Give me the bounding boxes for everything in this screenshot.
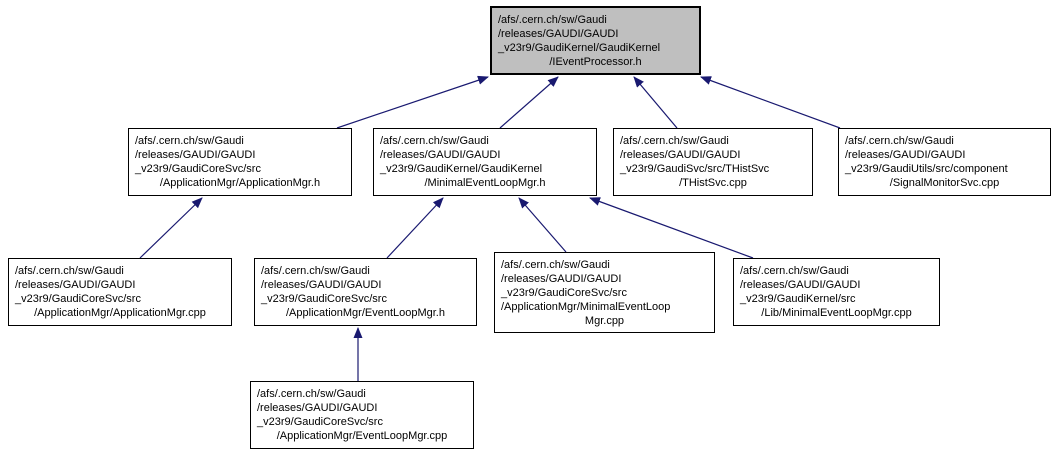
- graph-node-applicationmgr-cpp[interactable]: /afs/.cern.ch/sw/Gaudi/releases/GAUDI/GA…: [8, 258, 232, 326]
- node-label-line: /afs/.cern.ch/sw/Gaudi: [257, 388, 366, 400]
- node-label-line: /afs/.cern.ch/sw/Gaudi: [740, 265, 849, 277]
- node-label-line: _v23r9/GaudiKernel/src: [740, 293, 856, 305]
- graph-node-applicationmgr-h[interactable]: /afs/.cern.ch/sw/Gaudi/releases/GAUDI/GA…: [128, 128, 352, 196]
- node-label-line: _v23r9/GaudiKernel/GaudiKernel: [380, 163, 543, 175]
- include-edge-applicationmgr-cpp-to-applicationmgr-h: [139, 197, 203, 259]
- node-label-line: /releases/GAUDI/GAUDI: [261, 279, 382, 291]
- node-label-line: /releases/GAUDI/GAUDI: [135, 149, 256, 161]
- node-label-line: /releases/GAUDI/GAUDI: [620, 149, 741, 161]
- include-edge-thistsvc-cpp-to-ieventprocessor-h: [633, 76, 678, 129]
- node-label-line: _v23r9/GaudiUtils/src/component: [845, 163, 1008, 175]
- node-label-line: /afs/.cern.ch/sw/Gaudi: [380, 135, 489, 147]
- node-label-line: /afs/.cern.ch/sw/Gaudi: [135, 135, 244, 147]
- node-label-line: /releases/GAUDI/GAUDI: [15, 279, 136, 291]
- node-label-line: /afs/.cern.ch/sw/Gaudi: [261, 265, 370, 277]
- node-label-line: /SignalMonitorSvc.cpp: [889, 177, 1000, 189]
- graph-node-eventloopmgr-cpp[interactable]: /afs/.cern.ch/sw/Gaudi/releases/GAUDI/GA…: [250, 381, 474, 449]
- include-edge-minimaleventloopmgr-cpp-coresvc-to-minimaleventloopmgr-h: [518, 197, 567, 253]
- node-label-line: _v23r9/GaudiCoreSvc/src: [135, 163, 261, 175]
- node-label-line: /afs/.cern.ch/sw/Gaudi: [501, 258, 610, 271]
- node-label-line: /Lib/MinimalEventLoopMgr.cpp: [761, 307, 912, 319]
- node-label-line: /ApplicationMgr/ApplicationMgr.h: [159, 177, 321, 189]
- node-label-line: /afs/.cern.ch/sw/Gaudi: [845, 135, 954, 147]
- graph-node-thistsvc-cpp[interactable]: /afs/.cern.ch/sw/Gaudi/releases/GAUDI/GA…: [613, 128, 813, 196]
- node-label-line: /ApplicationMgr/EventLoopMgr.h: [286, 307, 445, 319]
- node-label-line: /afs/.cern.ch/sw/Gaudi: [15, 265, 124, 277]
- node-label-line: /afs/.cern.ch/sw/Gaudi: [620, 135, 729, 147]
- node-label-line: /ApplicationMgr/EventLoopMgr.cpp: [276, 430, 448, 442]
- graph-node-eventloopmgr-h[interactable]: /afs/.cern.ch/sw/Gaudi/releases/GAUDI/GA…: [254, 258, 477, 326]
- node-label-line: /ApplicationMgr/ApplicationMgr.cpp: [34, 307, 206, 319]
- include-edge-applicationmgr-h-to-ieventprocessor-h: [336, 75, 489, 129]
- node-label-line: _v23r9/GaudiSvc/src/THistSvc: [620, 163, 770, 175]
- include-edge-minimaleventloopmgr-h-to-ieventprocessor-h: [499, 76, 559, 129]
- node-label-line: _v23r9/GaudiCoreSvc/src: [501, 286, 627, 299]
- node-label-line: _v23r9/GaudiCoreSvc/src: [257, 416, 383, 428]
- graph-node-minimaleventloopmgr-h[interactable]: /afs/.cern.ch/sw/Gaudi/releases/GAUDI/GA…: [373, 128, 597, 196]
- node-label-line: /releases/GAUDI/GAUDI: [501, 272, 622, 285]
- node-label-line: /THistSvc.cpp: [679, 177, 747, 189]
- node-label-line: /releases/GAUDI/GAUDI: [380, 149, 501, 161]
- graph-node-signalmonitorsvc-cpp[interactable]: /afs/.cern.ch/sw/Gaudi/releases/GAUDI/GA…: [838, 128, 1051, 196]
- include-edge-lib-minimaleventloopmgr-cpp-to-minimaleventloopmgr-h: [589, 197, 754, 259]
- include-edge-eventloopmgr-h-to-minimaleventloopmgr-h: [386, 197, 444, 259]
- graph-node-ieventprocessor-h[interactable]: /afs/.cern.ch/sw/Gaudi/releases/GAUDI/GA…: [490, 6, 701, 75]
- node-label-line: /releases/GAUDI/GAUDI: [257, 402, 378, 414]
- node-label-line: _v23r9/GaudiCoreSvc/src: [15, 293, 141, 305]
- node-label-line: /MinimalEventLoopMgr.h: [424, 177, 546, 189]
- node-label-line: /releases/GAUDI/GAUDI: [498, 27, 619, 40]
- graph-node-lib-minimaleventloopmgr-cpp[interactable]: /afs/.cern.ch/sw/Gaudi/releases/GAUDI/GA…: [733, 258, 940, 326]
- node-label-line: Mgr.cpp: [584, 314, 625, 327]
- include-edge-signalmonitorsvc-cpp-to-ieventprocessor-h: [700, 76, 841, 129]
- node-label-line: /ApplicationMgr/MinimalEventLoop: [501, 300, 671, 313]
- node-label-line: /IEventProcessor.h: [549, 55, 642, 68]
- node-label-line: /releases/GAUDI/GAUDI: [740, 279, 861, 291]
- node-label-line: /afs/.cern.ch/sw/Gaudi: [498, 13, 607, 26]
- graph-node-minimaleventloopmgr-cpp-coresvc[interactable]: /afs/.cern.ch/sw/Gaudi/releases/GAUDI/GA…: [494, 252, 715, 333]
- node-label-line: /releases/GAUDI/GAUDI: [845, 149, 966, 161]
- node-label-line: _v23r9/GaudiKernel/GaudiKernel: [498, 41, 661, 54]
- node-label-line: _v23r9/GaudiCoreSvc/src: [261, 293, 387, 305]
